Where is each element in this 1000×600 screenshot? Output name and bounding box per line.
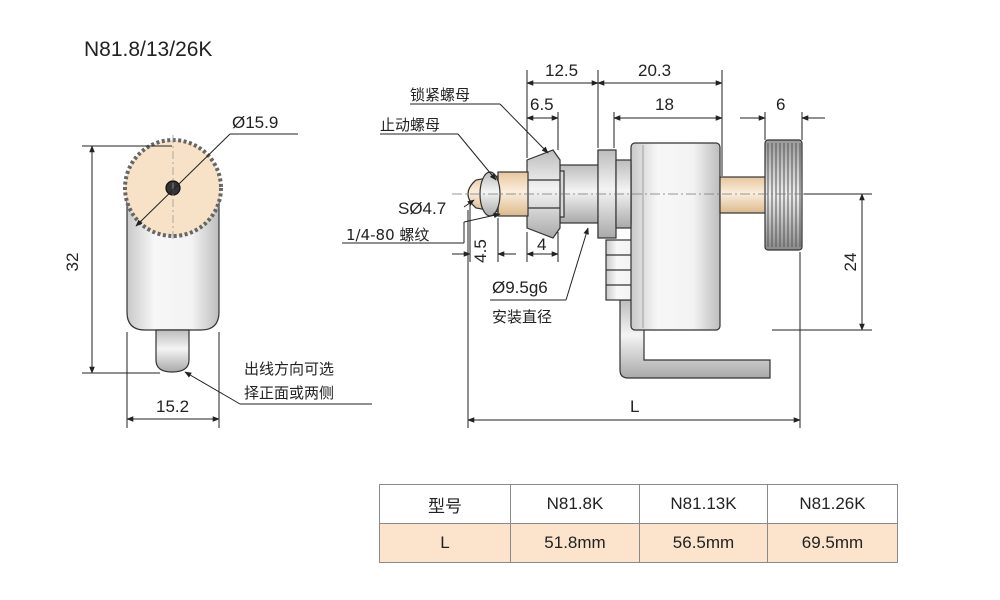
dim-4: 4 bbox=[537, 235, 546, 254]
ball-diameter-label: SØ4.7 bbox=[398, 199, 446, 218]
table-header-row: 型号 N81.8K N81.13K N81.26K bbox=[379, 484, 898, 524]
front-view bbox=[123, 135, 223, 373]
dim-20-3: 20.3 bbox=[638, 61, 671, 80]
table-header-cell: N81.26K bbox=[767, 484, 898, 524]
stop-nut-label: 止动螺母 bbox=[380, 116, 440, 134]
table-header-cell: 型号 bbox=[379, 484, 511, 524]
spec-table: 型号 N81.8K N81.13K N81.26K L 51.8mm 56.5m… bbox=[379, 484, 898, 563]
dim-18: 18 bbox=[655, 95, 674, 114]
dim-6-5: 6.5 bbox=[530, 95, 554, 114]
wire-direction-note-1: 出线方向可选 bbox=[244, 360, 334, 378]
side-body bbox=[630, 142, 721, 331]
side-right-shaft bbox=[719, 176, 773, 214]
side-view bbox=[467, 139, 803, 379]
dim-L: L bbox=[630, 397, 639, 416]
thread-label: 1/4-80 螺纹 bbox=[346, 226, 429, 244]
dim-12-5: 12.5 bbox=[545, 61, 578, 80]
front-width-label: 15.2 bbox=[156, 397, 189, 416]
page-title: N81.8/13/26K bbox=[84, 38, 213, 61]
lock-nut-label: 锁紧螺母 bbox=[410, 86, 470, 104]
mount-diameter-label: Ø9.5g6 bbox=[492, 278, 548, 297]
table-cell: L bbox=[379, 523, 511, 563]
table-row: L 51.8mm 56.5mm 69.5mm bbox=[379, 523, 898, 563]
mount-diameter-caption: 安装直径 bbox=[492, 308, 552, 326]
table-cell: 51.8mm bbox=[510, 523, 640, 563]
front-pin bbox=[155, 329, 190, 373]
dim-6: 6 bbox=[776, 95, 785, 114]
table-cell: 56.5mm bbox=[639, 523, 768, 563]
dim-4-5: 4.5 bbox=[471, 239, 490, 263]
table-header-cell: N81.8K bbox=[510, 484, 640, 524]
front-height-label: 32 bbox=[63, 253, 82, 272]
wire-direction-note-2: 择正面或两侧 bbox=[244, 384, 334, 402]
table-header-cell: N81.13K bbox=[639, 484, 768, 524]
table-cell: 69.5mm bbox=[767, 523, 898, 563]
dim-24: 24 bbox=[841, 253, 860, 272]
front-diameter-label: Ø15.9 bbox=[232, 113, 278, 132]
